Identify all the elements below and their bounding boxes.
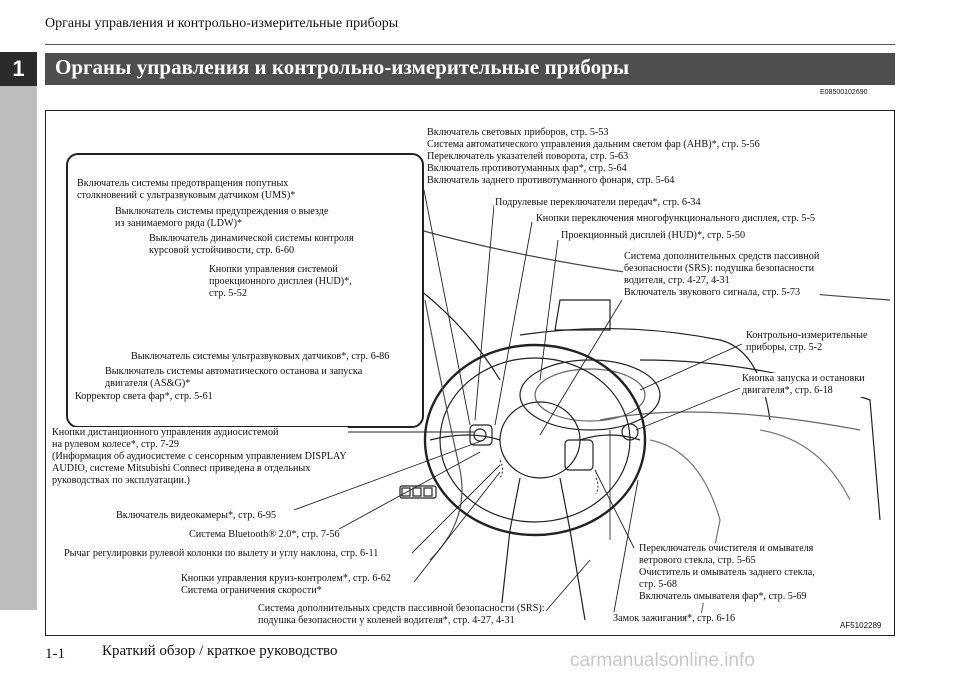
label-start-stop-button: Кнопка запуска и остановки двигателя*, с…: [741, 373, 866, 397]
label-camera-switch: Включатель видеокамеры*, стр. 6-95: [115, 510, 278, 522]
chapter-sidebar: [0, 52, 37, 610]
label-instrument-cluster: Контрольно-измерительные приборы, стр. 5…: [745, 330, 869, 354]
watermark: carmanualsonline.info: [570, 650, 755, 671]
label-wiper-switch: Переключатель очистителя и омывателя вет…: [638, 543, 816, 603]
header-rule: [45, 44, 895, 45]
label-bluetooth: Система Bluetooth® 2.0*, стр. 7-56: [188, 529, 341, 541]
label-mfd-buttons: Кнопки переключения многофункционального…: [535, 213, 816, 225]
label-ldw-switch: Выключатель системы предупреждения о вые…: [114, 206, 330, 230]
label-audio-remote: Кнопки дистанционного управления аудиоси…: [51, 427, 348, 487]
running-header: Органы управления и контрольно-измерител…: [45, 16, 399, 31]
page-number: 1-1: [45, 646, 65, 662]
figure-frame: [45, 110, 895, 636]
label-hud-buttons: Кнопки управления системой проекционного…: [208, 264, 353, 300]
label-srs-driver: Система дополнительных средств пассивной…: [623, 251, 821, 299]
section-title-bar: [45, 53, 895, 85]
label-paddle-shifters: Подрулевые переключатели передач*, стр. …: [494, 197, 702, 209]
label-knee-airbag: Система дополнительных средств пассивной…: [257, 603, 546, 627]
label-ignition-switch: Замок зажигания*, стр. 6-16: [612, 613, 737, 625]
section-title: Органы управления и контрольно-измерител…: [55, 55, 630, 79]
section-code: E08500102690: [820, 89, 868, 96]
label-sonar-switch: Выключатель системы ультразвуковых датчи…: [130, 351, 391, 363]
label-ums-switch: Включатель системы предотвращения попутн…: [76, 178, 297, 202]
label-tilt-lever: Рычаг регулировки рулевой колонки по выл…: [63, 548, 380, 560]
label-headlight-leveling: Корректор света фар*, стр. 5-61: [74, 391, 214, 403]
label-cruise-control: Кнопки управления круиз-контролем*, стр.…: [180, 573, 392, 597]
figure-art-code: AF5102289: [840, 621, 882, 630]
label-asg-switch: Выключатель системы автоматического оста…: [104, 366, 364, 390]
label-hud: Проекционный дисплей (HUD)*, стр. 5-50: [560, 230, 747, 242]
chapter-number: 1: [0, 52, 37, 86]
label-asc-switch: Выключатель динамической системы контрол…: [148, 233, 355, 257]
label-light-switches: Включатель световых приборов, стр. 5-53 …: [426, 127, 761, 187]
footer-title: Краткий обзор / краткое руководство: [102, 643, 338, 659]
